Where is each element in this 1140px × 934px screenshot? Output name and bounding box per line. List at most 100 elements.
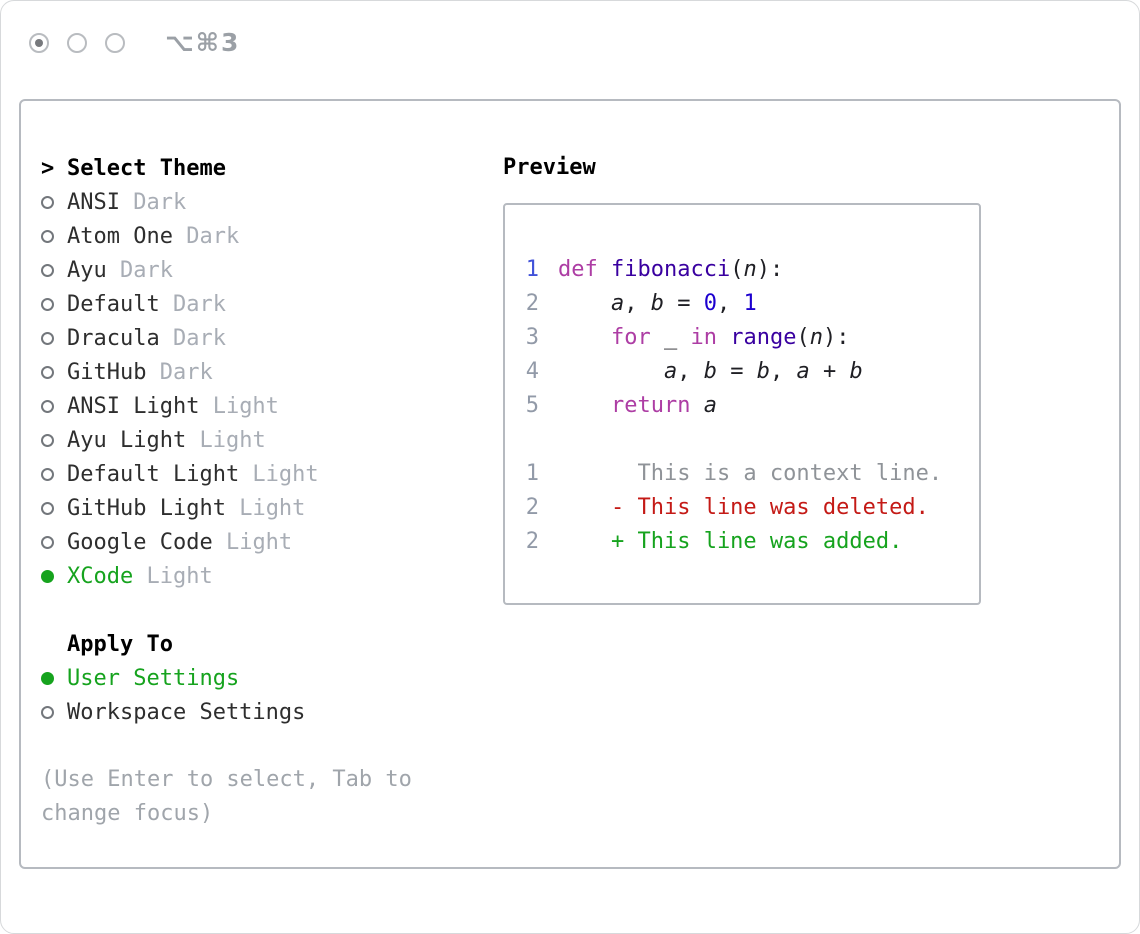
- code-text: a, b = b, a + b: [558, 355, 863, 389]
- theme-item-default-light[interactable]: Default Light Light: [41, 457, 503, 491]
- token-plain: ):: [822, 325, 850, 350]
- theme-variant: Light: [212, 529, 293, 555]
- prompt-caret: >: [41, 155, 55, 181]
- token-plain: (: [796, 325, 810, 350]
- token-variable: b: [756, 359, 770, 384]
- select-theme-title: Select Theme: [67, 155, 226, 181]
- token-variable: a: [703, 393, 717, 418]
- radio-icon: [41, 467, 54, 481]
- code-text: a, b = 0, 1: [558, 287, 757, 321]
- theme-name: Ayu: [67, 257, 107, 283]
- token-number: 1: [743, 291, 757, 316]
- theme-item-dracula[interactable]: Dracula Dark: [41, 321, 503, 355]
- theme-item-label: ANSI Dark: [67, 190, 186, 215]
- radio-marker: [41, 535, 67, 549]
- spacer: [41, 593, 503, 627]
- theme-name: Default Light: [67, 461, 240, 487]
- radio-marker: [41, 501, 67, 515]
- theme-variant: Light: [186, 427, 266, 453]
- theme-item-label: Google Code Light: [67, 530, 292, 555]
- token-variable: a: [796, 359, 810, 384]
- code-line: 4 a, b = b, a + b: [525, 355, 979, 389]
- theme-item-ayu[interactable]: Ayu Dark: [41, 253, 503, 287]
- token-plain: [558, 359, 664, 384]
- radio-icon: [41, 297, 54, 311]
- radio-marker: [41, 229, 67, 243]
- theme-item-label: GitHub Dark: [67, 360, 213, 385]
- token-keyword: in: [690, 325, 717, 350]
- apply-option-user-settings[interactable]: User Settings: [41, 661, 503, 695]
- radio-marker: [41, 297, 67, 311]
- theme-name: Atom One: [67, 223, 173, 249]
- token-variable: b: [650, 291, 664, 316]
- spacer: [41, 729, 503, 763]
- theme-name: Dracula: [67, 325, 160, 351]
- theme-variant: Dark: [119, 189, 187, 215]
- theme-variant: Light: [199, 393, 279, 419]
- apply-option-label: User Settings: [67, 665, 240, 691]
- select-theme-header: > Select Theme: [41, 151, 503, 185]
- theme-item-ansi[interactable]: ANSI Dark: [41, 185, 503, 219]
- radio-icon: [41, 365, 54, 379]
- theme-variant: Light: [225, 495, 306, 521]
- radio-icon: [41, 229, 54, 243]
- radio-icon: [41, 501, 54, 515]
- code-line: 1 def fibonacci(n):: [525, 253, 979, 287]
- preview-header: Preview: [503, 155, 596, 180]
- theme-item-label: XCode Light: [67, 564, 213, 589]
- code-line: 5 return a: [525, 389, 979, 423]
- token-function: range: [730, 325, 797, 350]
- token-keyword: def: [558, 257, 598, 282]
- token-plain: [677, 325, 690, 350]
- radio-marker: [41, 569, 67, 583]
- line-number: 3: [525, 325, 539, 350]
- window-button-active-icon[interactable]: [29, 32, 49, 53]
- token-keyword: for: [610, 325, 651, 350]
- radio-icon: [41, 195, 54, 209]
- token-plain: =: [716, 359, 757, 384]
- theme-item-default[interactable]: Default Dark: [41, 287, 503, 321]
- window-button-icon[interactable]: [67, 32, 87, 53]
- theme-variant: Dark: [159, 325, 226, 351]
- theme-variant: Dark: [172, 223, 240, 249]
- radio-selected-icon: [41, 569, 54, 583]
- theme-name: ANSI: [67, 189, 120, 215]
- apply-option-workspace-settings[interactable]: Workspace Settings: [41, 695, 503, 729]
- diff-text: - This line was deleted.: [558, 495, 929, 520]
- code-text: return a: [558, 389, 717, 423]
- token-plain: [717, 325, 730, 350]
- theme-item-google-code[interactable]: Google Code Light: [41, 525, 503, 559]
- diff-text: This is a context line.: [558, 461, 943, 486]
- radio-marker: [41, 365, 67, 379]
- theme-item-ansi-light[interactable]: ANSI Light Light: [41, 389, 503, 423]
- radio-marker: [41, 399, 67, 413]
- theme-item-github-light[interactable]: GitHub Light Light: [41, 491, 503, 525]
- apply-option-label: Workspace Settings: [67, 699, 306, 725]
- token-plain: ,: [677, 359, 704, 384]
- radio-marker: [41, 195, 67, 209]
- theme-item-github[interactable]: GitHub Dark: [41, 355, 503, 389]
- theme-item-label: Ayu Light Light: [67, 428, 266, 453]
- radio-marker: [41, 467, 67, 481]
- window-button-icon[interactable]: [105, 32, 125, 53]
- radio-marker: [41, 263, 67, 277]
- token-variable: a: [663, 359, 678, 384]
- theme-item-atom-one[interactable]: Atom One Dark: [41, 219, 503, 253]
- theme-item-label: Ayu Dark: [67, 258, 173, 283]
- theme-item-xcode[interactable]: XCode Light: [41, 559, 503, 593]
- theme-variant: Light: [133, 563, 213, 589]
- theme-variant: Dark: [146, 359, 213, 385]
- line-number: 1: [525, 257, 539, 282]
- token-plain: ,: [716, 291, 744, 316]
- code-line: 3 for _ in range(n):: [525, 321, 979, 355]
- radio-marker: [41, 671, 67, 685]
- line-number: 5: [525, 393, 539, 418]
- radio-marker: [41, 433, 67, 447]
- code-text: def fibonacci(n):: [558, 253, 783, 287]
- theme-item-ayu-light[interactable]: Ayu Light Light: [41, 423, 503, 457]
